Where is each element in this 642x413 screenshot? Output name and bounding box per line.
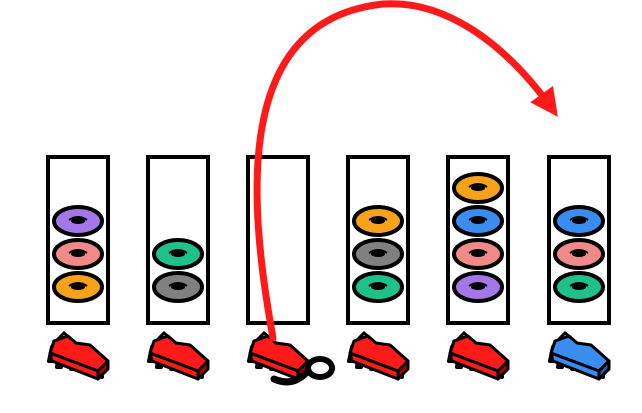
column-1[interactable] [46, 155, 110, 325]
columns-layer [46, 155, 611, 325]
column-4[interactable] [346, 155, 410, 325]
ring-orange [452, 172, 504, 204]
gripper-icon [270, 356, 335, 386]
ring-pink [452, 238, 504, 270]
move-arrow-layer [253, 0, 558, 342]
red-robot-icon[interactable] [147, 330, 210, 381]
red-robot-icon[interactable] [247, 330, 335, 386]
column-2[interactable] [146, 155, 210, 325]
ring-purple [452, 271, 504, 303]
ring-teal [553, 271, 605, 303]
ring-purple [52, 205, 104, 237]
ring-teal [152, 238, 204, 270]
ring-gray [352, 238, 404, 270]
column-5[interactable] [446, 155, 510, 325]
move-arrow [253, 0, 558, 342]
column-6[interactable] [547, 155, 611, 325]
ring-pink [52, 238, 104, 270]
ring-teal [352, 271, 404, 303]
ring-blue [452, 205, 504, 237]
red-robot-icon[interactable] [447, 330, 510, 381]
ring-gray [152, 271, 204, 303]
robots-layer [47, 330, 611, 386]
red-robot-icon[interactable] [347, 330, 410, 381]
ring-orange [352, 205, 404, 237]
blue-robot-icon[interactable] [548, 330, 611, 381]
red-robot-icon[interactable] [47, 330, 110, 381]
ring-pink [553, 238, 605, 270]
ring-orange [52, 271, 104, 303]
ring-blue [553, 205, 605, 237]
